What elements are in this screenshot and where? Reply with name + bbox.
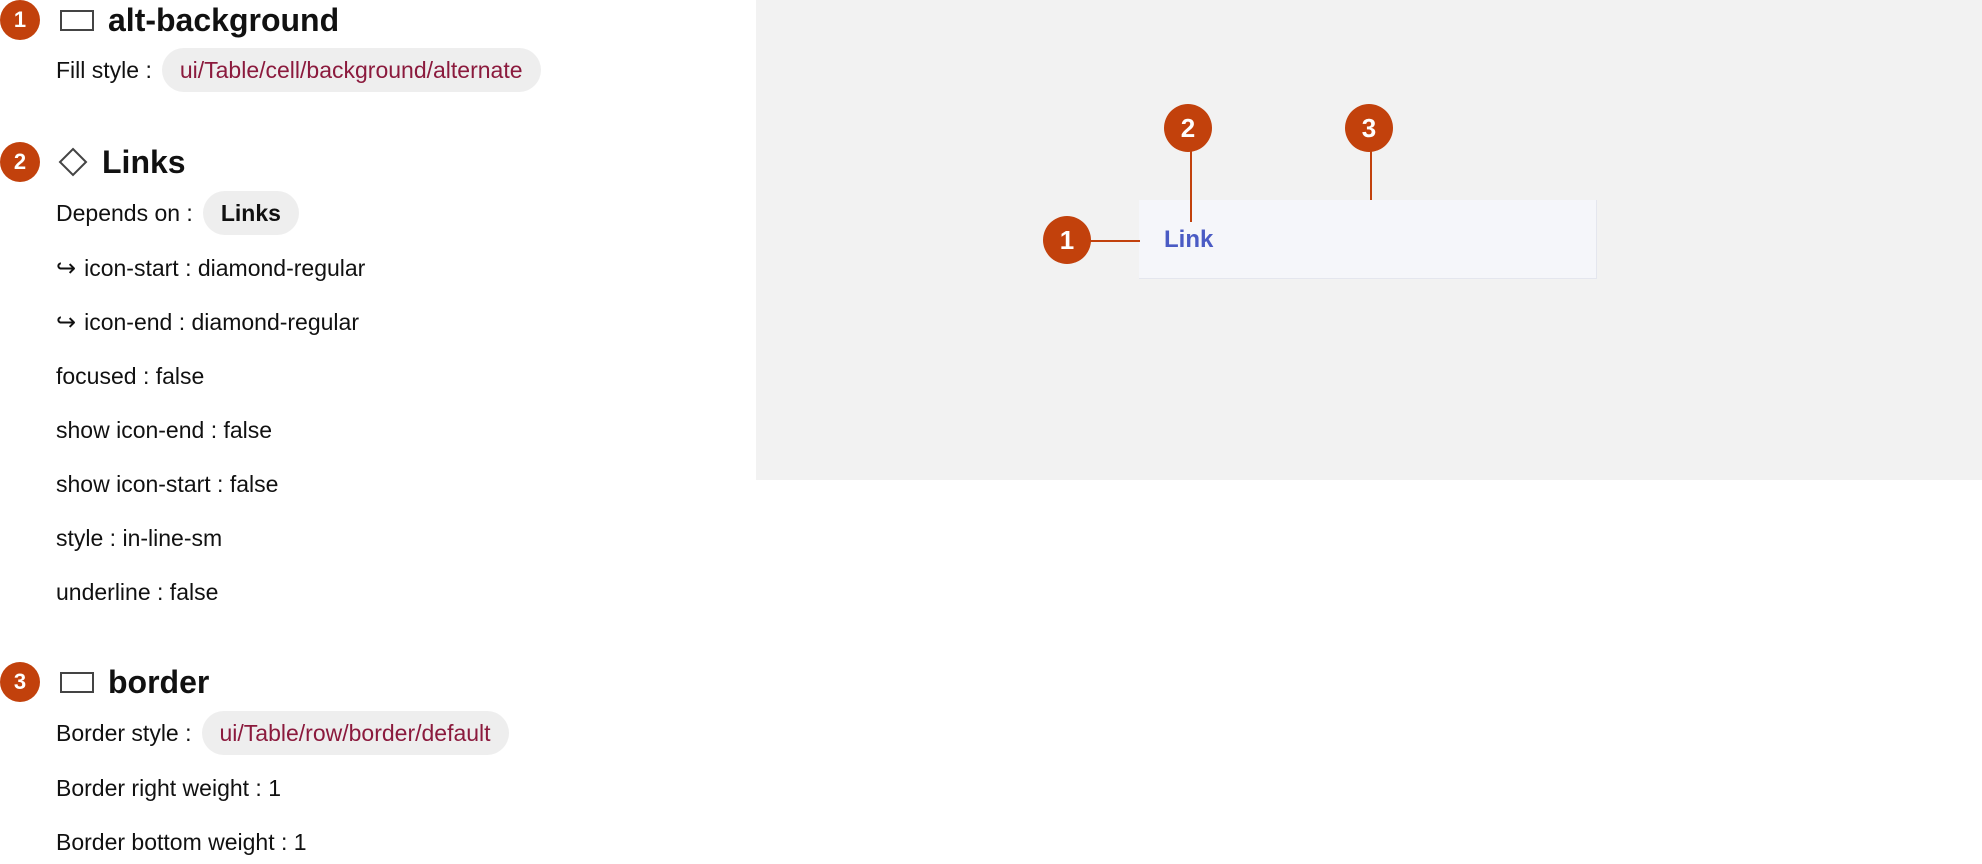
leader-line-2 <box>1190 148 1192 222</box>
prop-text: focused : false <box>56 362 205 389</box>
depends-on-row: Depends on : Links <box>56 191 299 235</box>
prop-label: Border style : <box>56 719 192 746</box>
cell-link[interactable]: Link <box>1164 226 1214 253</box>
prop-row-focused: focused : false <box>56 354 204 398</box>
prop-row-border-bottom-weight: Border bottom weight : 1 <box>56 820 307 864</box>
frame-icon <box>60 9 94 31</box>
marker-badge-1: 1 <box>0 0 40 40</box>
table-cell-preview: Link <box>1139 200 1597 279</box>
prop-label: Depends on : <box>56 199 193 226</box>
prop-row-icon-end: ↪ icon-end : diamond-regular <box>56 300 359 344</box>
section-title-text: border <box>108 663 210 700</box>
leader-line-1 <box>1088 240 1140 242</box>
section-title-text: Links <box>102 143 186 180</box>
preview-marker-1: 1 <box>1043 216 1091 264</box>
prop-text: show icon-end : false <box>56 416 273 443</box>
prop-text: Border bottom weight : 1 <box>56 828 307 855</box>
prop-row-underline: underline : false <box>56 570 218 614</box>
prop-text: icon-end : diamond-regular <box>84 308 359 335</box>
return-arrow-icon: ↪ <box>56 254 77 282</box>
prop-text: icon-start : diamond-regular <box>84 254 366 281</box>
fill-style-row: Fill style : ui/Table/cell/background/al… <box>56 48 541 92</box>
prop-text: style : in-line-sm <box>56 524 223 551</box>
section-title-text: alt-background <box>108 1 340 38</box>
leader-line-3 <box>1370 148 1372 200</box>
section-title-links: Links <box>58 142 186 182</box>
marker-badge-3: 3 <box>0 662 40 702</box>
marker-badge-2: 2 <box>0 142 40 182</box>
prop-text: underline : false <box>56 578 219 605</box>
prop-row-show-icon-end: show icon-end : false <box>56 408 272 452</box>
preview-marker-3: 3 <box>1345 104 1393 152</box>
prop-text: show icon-start : false <box>56 470 279 497</box>
prop-row-icon-start: ↪ icon-start : diamond-regular <box>56 246 365 290</box>
border-style-token: ui/Table/row/border/default <box>201 711 509 755</box>
prop-text: Border right weight : 1 <box>56 774 282 801</box>
prop-row-border-right-weight: Border right weight : 1 <box>56 766 281 810</box>
section-title-alt-background: alt-background <box>60 0 339 40</box>
section-title-border: border <box>60 662 209 702</box>
diamond-icon <box>58 147 88 177</box>
border-style-row: Border style : ui/Table/row/border/defau… <box>56 711 509 755</box>
return-arrow-icon: ↪ <box>56 308 77 336</box>
frame-icon <box>60 671 94 693</box>
prop-row-show-icon-start: show icon-start : false <box>56 462 278 506</box>
fill-style-token: ui/Table/cell/background/alternate <box>161 48 541 92</box>
prop-label: Fill style : <box>56 56 152 83</box>
depends-on-token: Links <box>202 191 299 235</box>
prop-row-style: style : in-line-sm <box>56 516 222 560</box>
preview-marker-2: 2 <box>1164 104 1212 152</box>
